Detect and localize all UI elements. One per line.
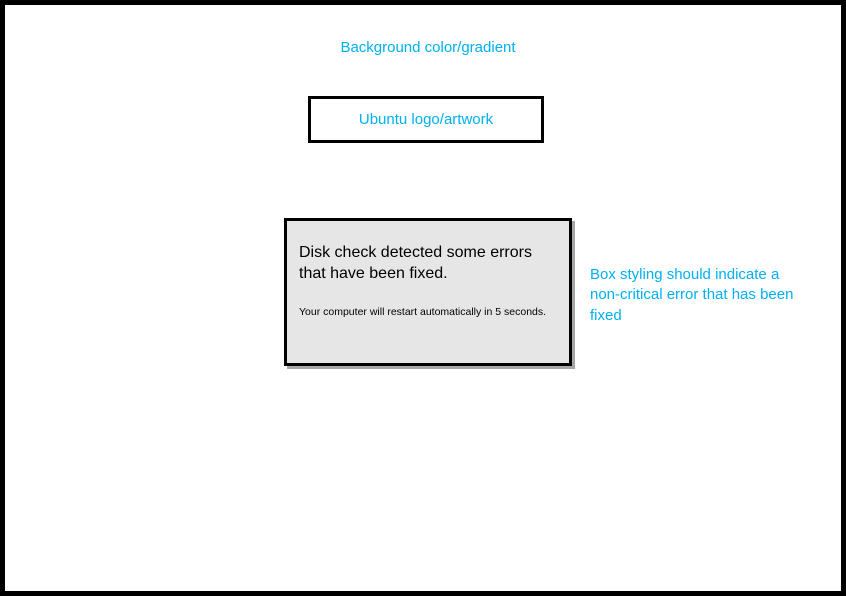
dialog-title-text: Disk check detected some errors that hav… [299,244,532,283]
dialog-subtext: Your computer will restart automatically… [299,306,547,318]
error-dialog-box: Disk check detected some errors that hav… [284,218,572,366]
logo-placeholder-label: Ubuntu logo/artwork [358,111,494,128]
background-annotation-label: Background color/gradient [340,39,516,56]
box-styling-annotation-label: Box styling should indicate a non-critic… [590,266,794,324]
logo-placeholder-box: Ubuntu logo/artwork [308,96,544,143]
